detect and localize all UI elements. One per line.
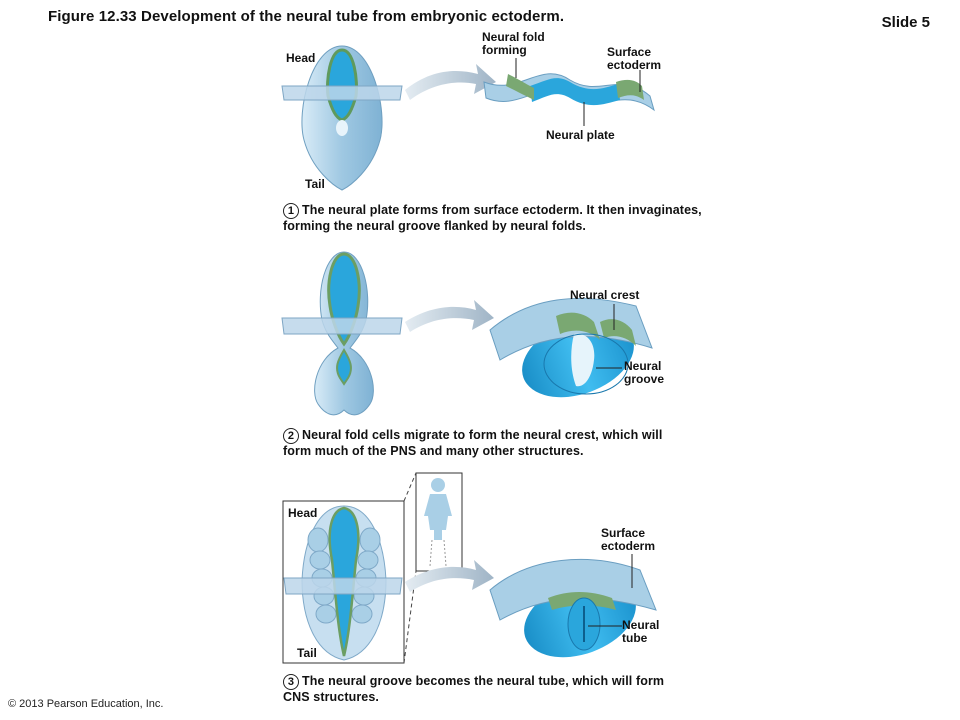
embryo-late-frame (282, 500, 405, 664)
step-number-3: 3 (283, 674, 299, 690)
neural-plate-section (483, 73, 655, 112)
step-number-2: 2 (283, 428, 299, 444)
label-neural-fold-forming: Neural fold forming (482, 30, 545, 57)
label-tail-3: Tail (297, 646, 317, 660)
neural-groove-section (489, 298, 653, 398)
label-head-3: Head (288, 506, 318, 520)
embryo-early (301, 45, 383, 191)
label-neural-crest: Neural crest (570, 288, 640, 302)
label-neural-groove: Neural groove (624, 359, 665, 386)
label-surface-ectoderm-1: Surface ectoderm (607, 45, 662, 72)
label-head-1: Head (286, 51, 316, 65)
arrow-3 (405, 560, 494, 592)
label-neural-tube: Neural tube (622, 618, 660, 645)
fetus-silhouette (424, 478, 452, 567)
section-plane-3 (283, 577, 403, 595)
figure-title: Figure 12.33 Development of the neural t… (48, 8, 565, 25)
slide-number: Slide 5 (881, 14, 930, 31)
step-number-1: 1 (283, 203, 299, 219)
arrow-1 (405, 64, 496, 100)
copyright-notice: © 2013 Pearson Education, Inc. (8, 698, 164, 710)
section-plane-1 (281, 85, 403, 101)
label-tail-1: Tail (305, 177, 325, 191)
caption-text-1: The neural plate forms from surface ecto… (283, 203, 702, 233)
caption-text-3: The neural groove becomes the neural tub… (283, 674, 665, 704)
label-surface-ectoderm-3: Surface ectoderm (601, 526, 656, 553)
arrow-2 (405, 300, 494, 332)
section-plane-2 (281, 317, 403, 335)
caption-text-2: Neural fold cells migrate to form the ne… (283, 428, 663, 458)
neural-tube-section (489, 558, 657, 658)
label-neural-plate: Neural plate (546, 128, 615, 142)
